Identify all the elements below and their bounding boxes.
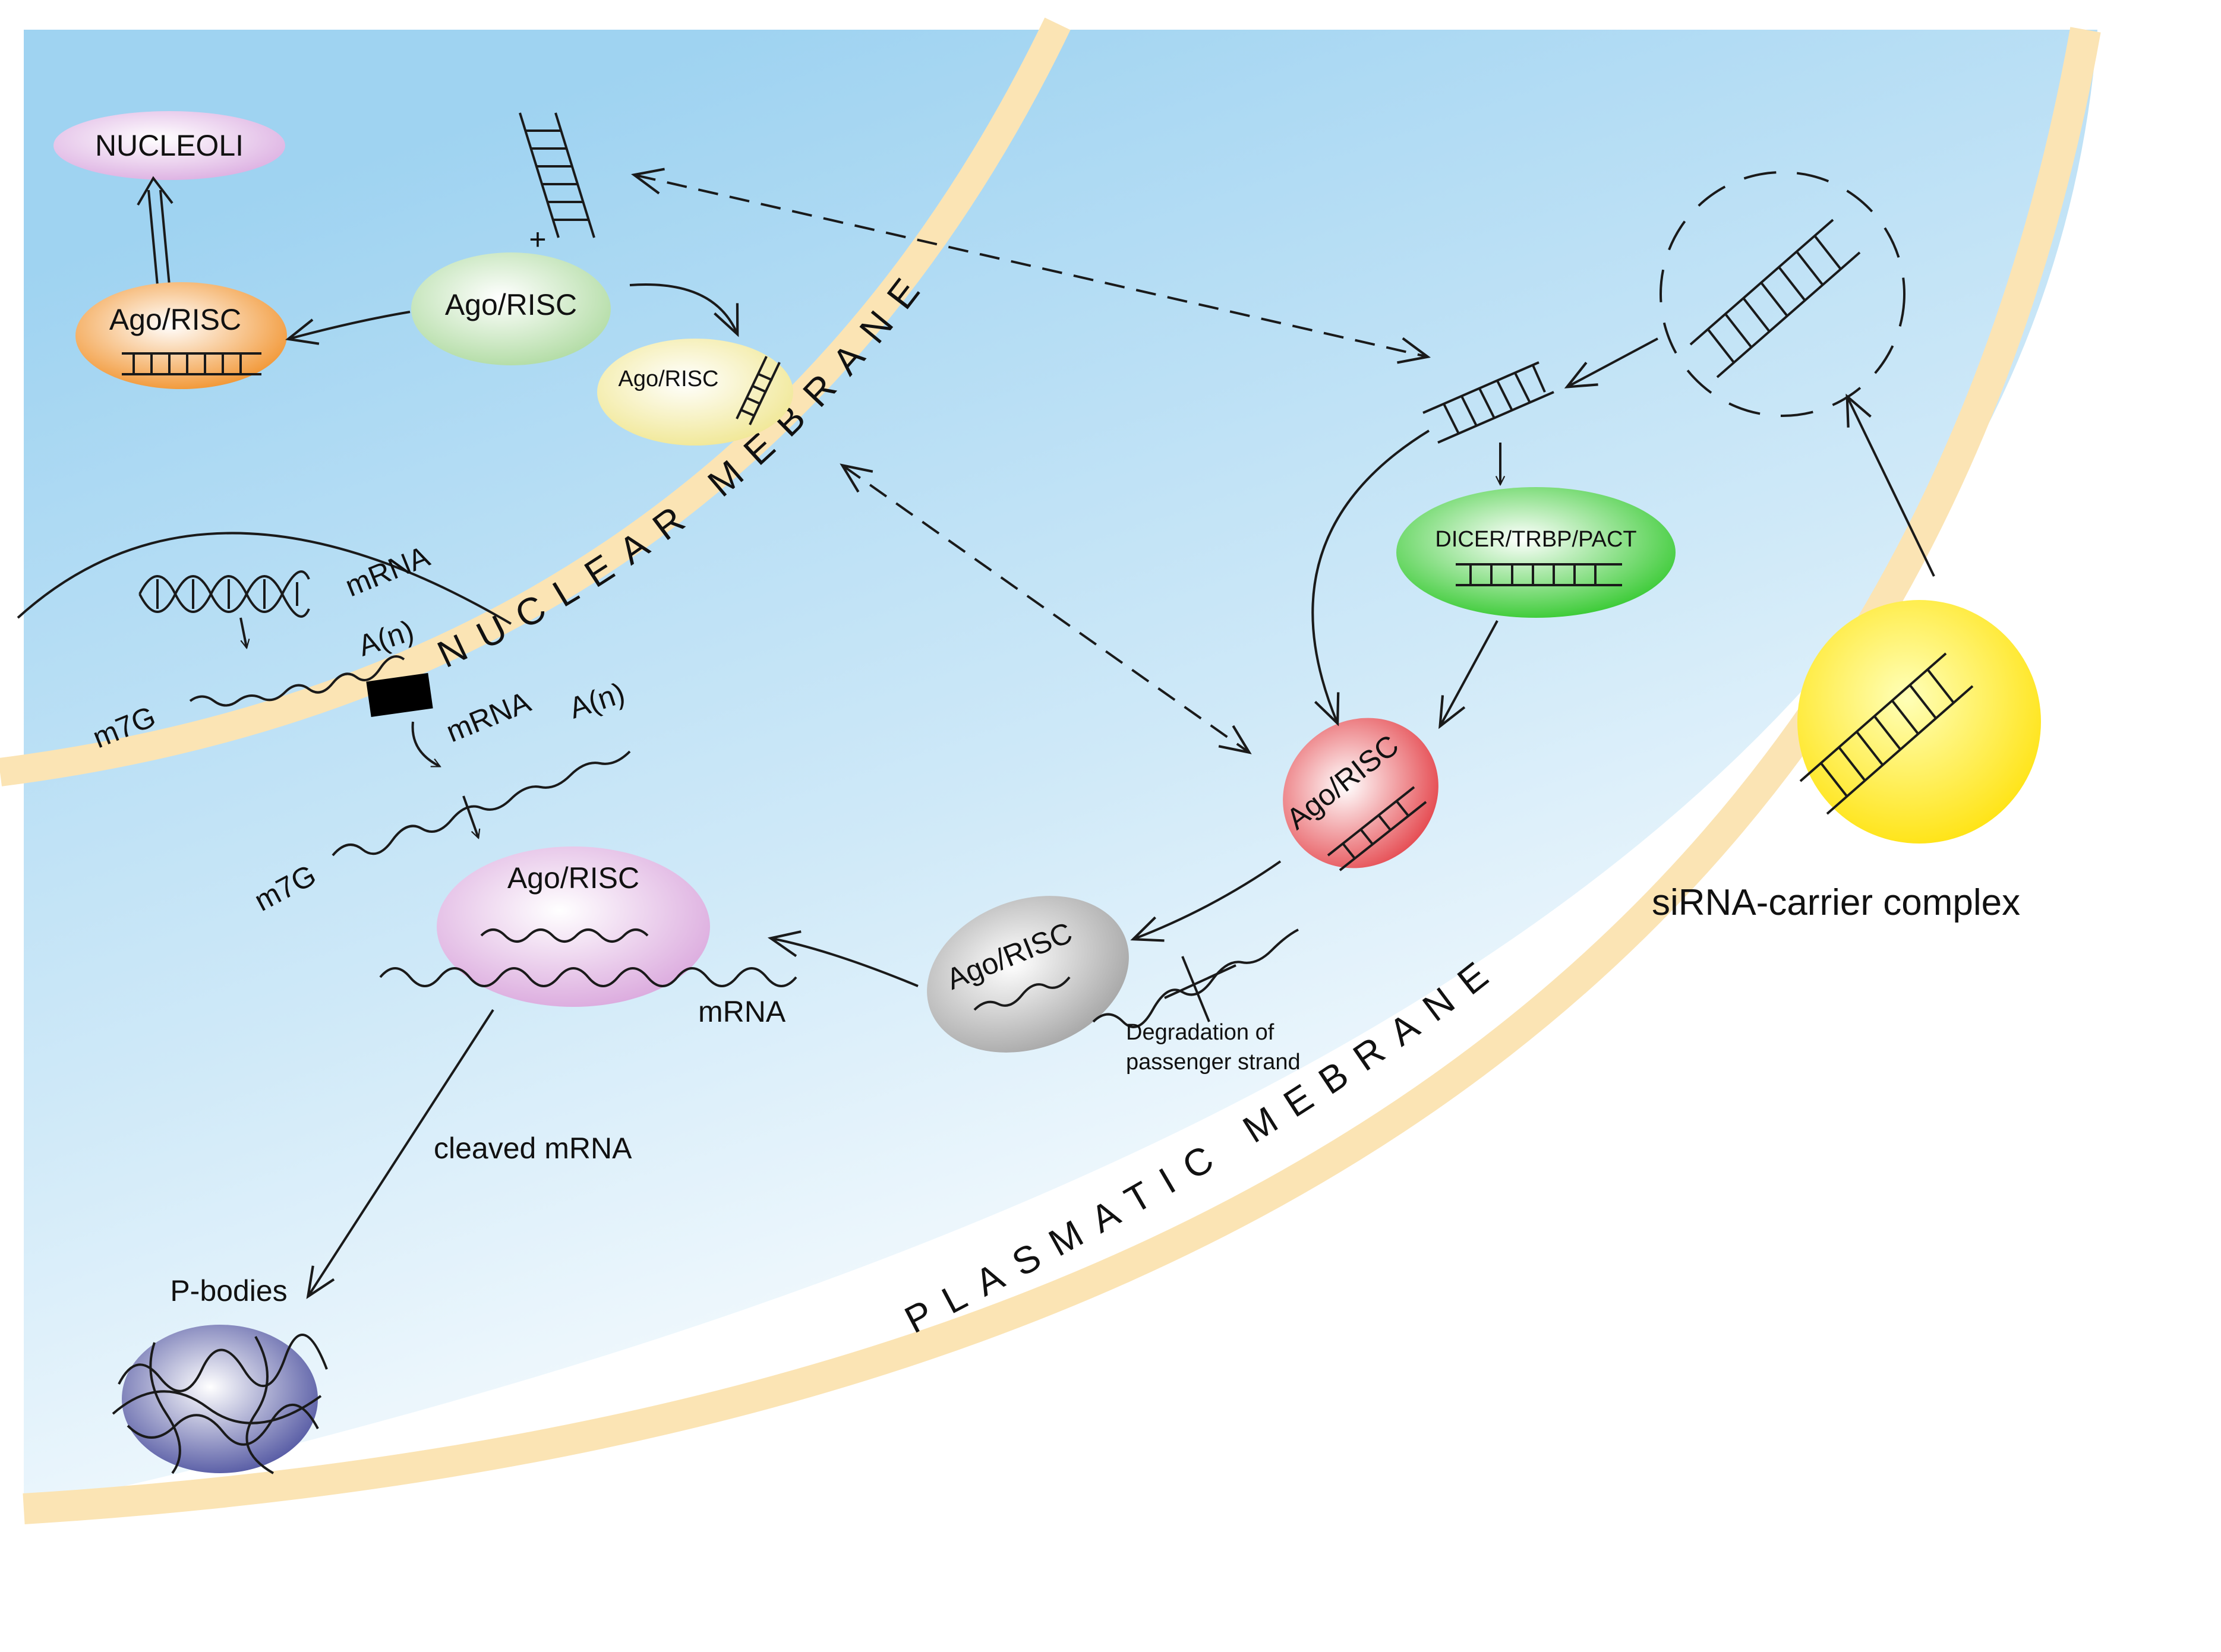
cytoplasm-background [24,30,2097,1509]
p-bodies [112,1325,328,1474]
arrow-endosome-to-duplex [1564,337,1658,388]
dashed-arrow-top [630,168,1431,364]
arrow-carrier-to-endosome [1845,393,1935,577]
free-sirna-duplex-icon [1422,361,1554,444]
cross-mark-line-1 [1181,956,1210,1022]
svg-text:DICER/TRBP/PACT: DICER/TRBP/PACT [1435,527,1636,552]
dashed-arrow-middle [840,463,1252,754]
plus-sign: + [529,223,546,256]
small-duplex-icon [736,356,781,425]
ago-risc-yellow: Ago/RISC [597,339,793,446]
dicer-duplex-icon [1456,563,1622,586]
sirna-carrier-complex [1797,600,2041,844]
mrna-label-target: mRNA [698,995,786,1028]
nucleoli: NUCLEOLI [53,111,285,180]
arrow-green-to-orange [285,311,411,345]
arrow-grey-to-pink [767,930,919,987]
ago-risc-red: Ago/RISC [1280,718,1438,871]
dicer-complex: DICER/TRBP/PACT [1396,487,1676,618]
cleaved-mrna-label: cleaved mRNA [434,1132,632,1165]
nuclear-pore [366,672,433,717]
arrow-to-nucleoli [137,176,173,286]
p-bodies-label: P-bodies [170,1274,287,1307]
arrow-to-pink [462,795,478,838]
ago-risc-pink: Ago/RISC [437,846,710,1007]
mrna-nuclear-wave [189,655,405,707]
arrow-to-p-bodies [306,1009,494,1299]
degradation-label-1: Degradation of [1126,1020,1274,1045]
dna-helix-icon [138,570,310,618]
passenger-strand-wave [1092,928,1299,1028]
arrow-export [411,721,440,767]
plasmatic-membrane [23,27,2101,1524]
mrna-cytoplasm-wave [332,750,631,857]
duplex-rna-icon [122,352,261,375]
ago-risc-orange: Ago/RISC [75,282,287,389]
cross-mark-line-2 [1164,964,1236,999]
ago-risc-green: Ago/RISC [411,252,611,365]
arrow-dicer-to-red [1438,620,1498,729]
red-duplex-icon [1327,786,1427,871]
svg-text:Ago/RISC: Ago/RISC [109,303,241,336]
arrow-red-to-grey [1130,860,1282,942]
ago-risc-grey: Ago/RISC [927,896,1129,1053]
sirna-carrier-label: siRNA-carrier complex [1652,882,2020,923]
endosome-dashed-circle [1660,171,1905,417]
svg-text:NUCLEOLI: NUCLEOLI [95,129,244,162]
svg-text:Ago/RISC: Ago/RISC [445,288,577,321]
arrow-duplex-to-red [1311,429,1430,726]
arrow-dna-to-mrna [239,617,247,647]
svg-text:Ago/RISC: Ago/RISC [619,367,719,391]
target-mrna-wave [379,967,797,987]
chromatin-arc [17,532,512,625]
svg-text:Ago/RISC: Ago/RISC [507,861,639,895]
sirna-ladder-icon [519,112,595,238]
degradation-label-2: passenger strand [1126,1050,1301,1075]
